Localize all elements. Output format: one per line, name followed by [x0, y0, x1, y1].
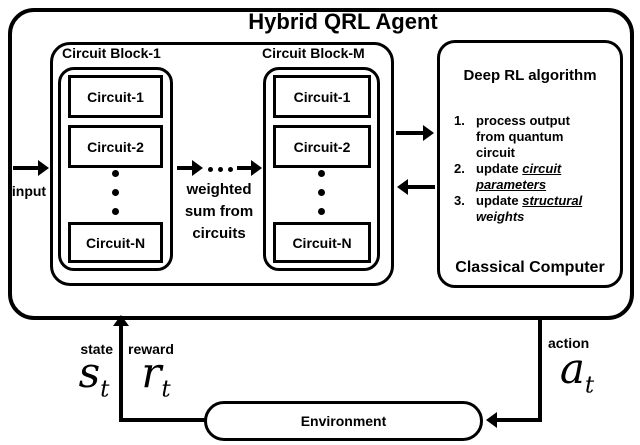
reward-symbol-subscript: t: [161, 376, 171, 403]
rl-step-1-text: process output from quantum circuit: [476, 113, 570, 160]
rl-step-3-emphasis: structural: [522, 193, 583, 208]
state-reward-arrow-vline: [119, 325, 123, 421]
blockm-circuit-1: Circuit-1: [273, 75, 371, 118]
input-arrow-line: [13, 166, 40, 170]
state-reward-arrow-head: [113, 315, 129, 326]
blockm-ellipsis-dot: [318, 189, 325, 196]
quantum-to-rl-arrow-head: [423, 125, 434, 141]
block1-circuit-1: Circuit-1: [68, 75, 163, 118]
rl-step-2-emphasis: circuit parameters: [476, 161, 562, 192]
quantum-to-rl-arrow-line: [396, 131, 424, 135]
deep-rl-steps: 1. process output from quantum circuit 2…: [454, 113, 614, 225]
block1-ellipsis-dot: [112, 208, 119, 215]
action-symbol: at: [552, 348, 602, 397]
deep-rl-title: Deep RL algorithm: [463, 67, 597, 84]
weighted-sum-arrow-head: [192, 160, 203, 176]
weighted-sum-ellipsis-dot: [208, 167, 213, 172]
rl-step-1-number: 1.: [454, 113, 465, 128]
blockm-circuit-2: Circuit-2: [273, 125, 371, 168]
circuit-block-1-label: Circuit Block-1: [62, 45, 161, 61]
input-label: input: [11, 183, 47, 199]
rl-step-2: 2. update circuit parameters: [454, 161, 614, 193]
weighted-sum-label: weighted sum from circuits: [172, 179, 266, 245]
action-arrow-vline: [538, 320, 542, 422]
weighted-sum-ellipsis-dot: [218, 167, 223, 172]
weighted-sum-arrow-head: [251, 160, 262, 176]
diagram-title: Hybrid QRL Agent: [248, 9, 438, 34]
block1-circuit-n: Circuit-N: [68, 222, 163, 263]
action-symbol-subscript: t: [584, 372, 595, 399]
weighted-sum-line2: sum from: [184, 203, 254, 220]
action-arrow-head: [486, 412, 497, 428]
block1-circuit-2: Circuit-2: [68, 125, 163, 168]
state-symbol-base: s: [78, 348, 101, 397]
reward-symbol-base: r: [141, 348, 162, 397]
block1-ellipsis-dot: [112, 189, 119, 196]
rl-to-quantum-arrow-line: [408, 185, 435, 189]
reward-symbol: rt: [132, 352, 180, 401]
rl-step-1: 1. process output from quantum circuit: [454, 113, 614, 161]
blockm-circuit-n: Circuit-N: [273, 222, 371, 263]
rl-step-3-text: update structural weights: [476, 193, 598, 225]
rl-step-3: 3. update structural weights: [454, 193, 614, 225]
blockm-ellipsis-dot: [318, 208, 325, 215]
blockm-ellipsis-dot: [318, 170, 325, 177]
deep-rl-box: Deep RL algorithm 1. process output from…: [437, 40, 623, 288]
rl-step-2-number: 2.: [454, 161, 465, 176]
reward-label: reward: [128, 341, 174, 357]
weighted-sum-arrow-line: [237, 166, 252, 170]
action-arrow-hline: [496, 418, 542, 422]
classical-computer-label: Classical Computer: [455, 259, 605, 276]
rl-step-3-tail: weights: [476, 209, 525, 224]
state-symbol-subscript: t: [100, 376, 110, 403]
action-symbol-base: a: [559, 344, 585, 393]
weighted-sum-ellipsis-dot: [228, 167, 233, 172]
circuit-block-m-label: Circuit Block-M: [262, 45, 365, 61]
state-symbol: st: [70, 352, 118, 401]
rl-step-3-number: 3.: [454, 193, 465, 208]
rl-step-2-prefix: update: [476, 161, 519, 176]
weighted-sum-line3: circuits: [192, 225, 246, 242]
weighted-sum-arrow-line: [177, 166, 193, 170]
weighted-sum-line1: weighted: [186, 181, 252, 198]
state-reward-arrow-hline: [119, 418, 207, 422]
input-arrow-head: [38, 160, 49, 176]
state-label: state: [80, 341, 113, 357]
environment-box: Environment: [204, 401, 483, 441]
environment-label: Environment: [300, 413, 387, 429]
rl-step-3-prefix: update: [476, 193, 519, 208]
action-label: action: [548, 335, 590, 351]
rl-step-2-text: update circuit parameters: [476, 161, 598, 193]
block1-ellipsis-dot: [112, 170, 119, 177]
rl-to-quantum-arrow-head: [397, 179, 408, 195]
